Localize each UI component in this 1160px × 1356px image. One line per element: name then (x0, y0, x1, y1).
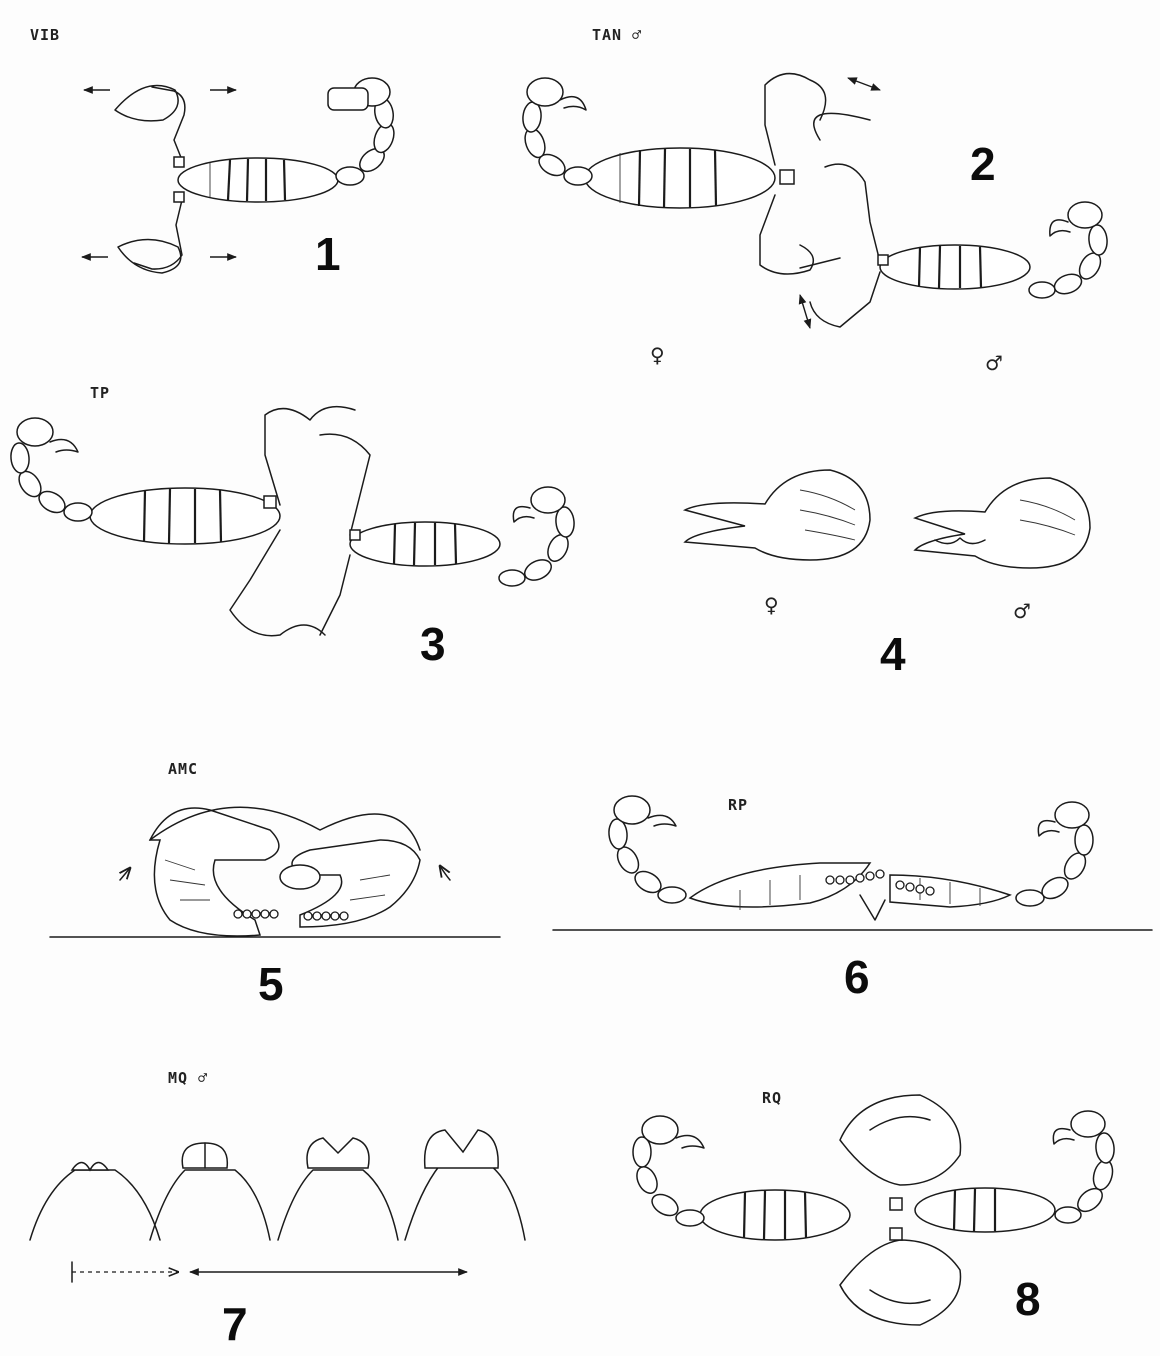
panel-4-sex-female: ♀ (764, 593, 779, 617)
panel-4-sex-male: ♂ (1013, 599, 1031, 623)
panel-8-code: RQ (762, 1089, 782, 1107)
panel-2-sex-female: ♀ (650, 343, 665, 367)
panel-7-prosoma-4 (405, 1130, 525, 1240)
panel-3-scorpion-left (10, 407, 355, 636)
panel-2-code: TAN ♂ (592, 26, 642, 44)
panel-2-male (810, 164, 1108, 327)
panel-7-prosoma-3 (278, 1138, 398, 1240)
panel-6-scorpions (608, 796, 1093, 920)
panel-2-sex-male: ♂ (985, 351, 1003, 375)
panel-5-code: AMC (168, 760, 198, 778)
panel-2-female (521, 74, 880, 328)
panel-1-number: 1 (315, 228, 341, 280)
panel-4-chela-female (685, 470, 870, 560)
panel-1-code: VIB (30, 26, 60, 44)
panel-3-scorpion-right (320, 434, 575, 635)
panel-3-number: 3 (420, 618, 446, 670)
panel-6-number: 6 (844, 951, 870, 1003)
panel-7-arrows (72, 1262, 467, 1282)
panel-8: RQ (633, 1089, 1116, 1325)
panel-8-scorpion-left (633, 1116, 850, 1240)
panel-4-chela-male (915, 478, 1090, 568)
panel-1: VIB (30, 26, 398, 280)
panel-6-code: RP (728, 796, 748, 814)
panel-8-number: 8 (1015, 1273, 1041, 1325)
panel-6: RP (553, 796, 1152, 1003)
panel-5-scorpions (120, 807, 450, 936)
panel-7-number: 7 (222, 1298, 248, 1350)
panel-7-prosoma-2 (150, 1143, 270, 1240)
panel-1-scorpion (82, 78, 398, 273)
panel-5: AMC 5 (50, 760, 500, 1010)
panel-2-number: 2 (970, 138, 996, 190)
panel-5-number: 5 (258, 958, 284, 1010)
panel-2: TAN ♂ (521, 26, 1108, 375)
panel-7: MQ ♂ 7 (30, 1069, 525, 1350)
panel-3-code: TP (90, 384, 110, 402)
panel-4: ♀ ♂ 4 (685, 470, 1090, 680)
panel-4-number: 4 (880, 628, 906, 680)
panel-3: TP (10, 384, 576, 670)
panel-7-prosoma-1 (30, 1163, 160, 1241)
panel-7-code: MQ ♂ (168, 1069, 208, 1087)
